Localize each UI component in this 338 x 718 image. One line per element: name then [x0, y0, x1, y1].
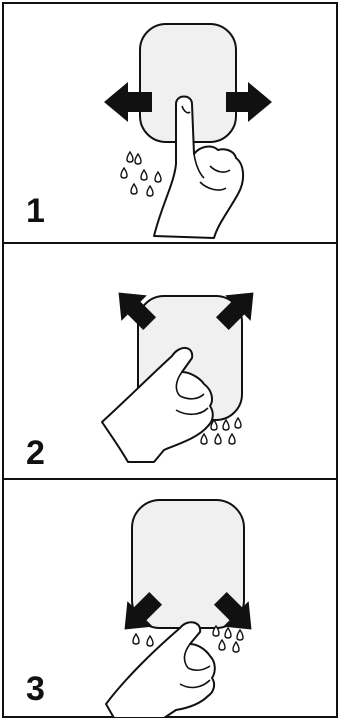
step-number: 3: [26, 672, 45, 706]
step-1-panel: 1: [4, 4, 336, 240]
water-drops-icon: [121, 152, 161, 196]
step-2-panel: 2: [4, 242, 336, 478]
step-3-illustration: [4, 480, 336, 718]
step-number: 2: [26, 436, 45, 470]
step-2-illustration: [4, 244, 336, 478]
step-number: 1: [26, 194, 45, 228]
step-1-illustration: [4, 4, 336, 240]
step-3-panel: 3: [4, 478, 336, 718]
